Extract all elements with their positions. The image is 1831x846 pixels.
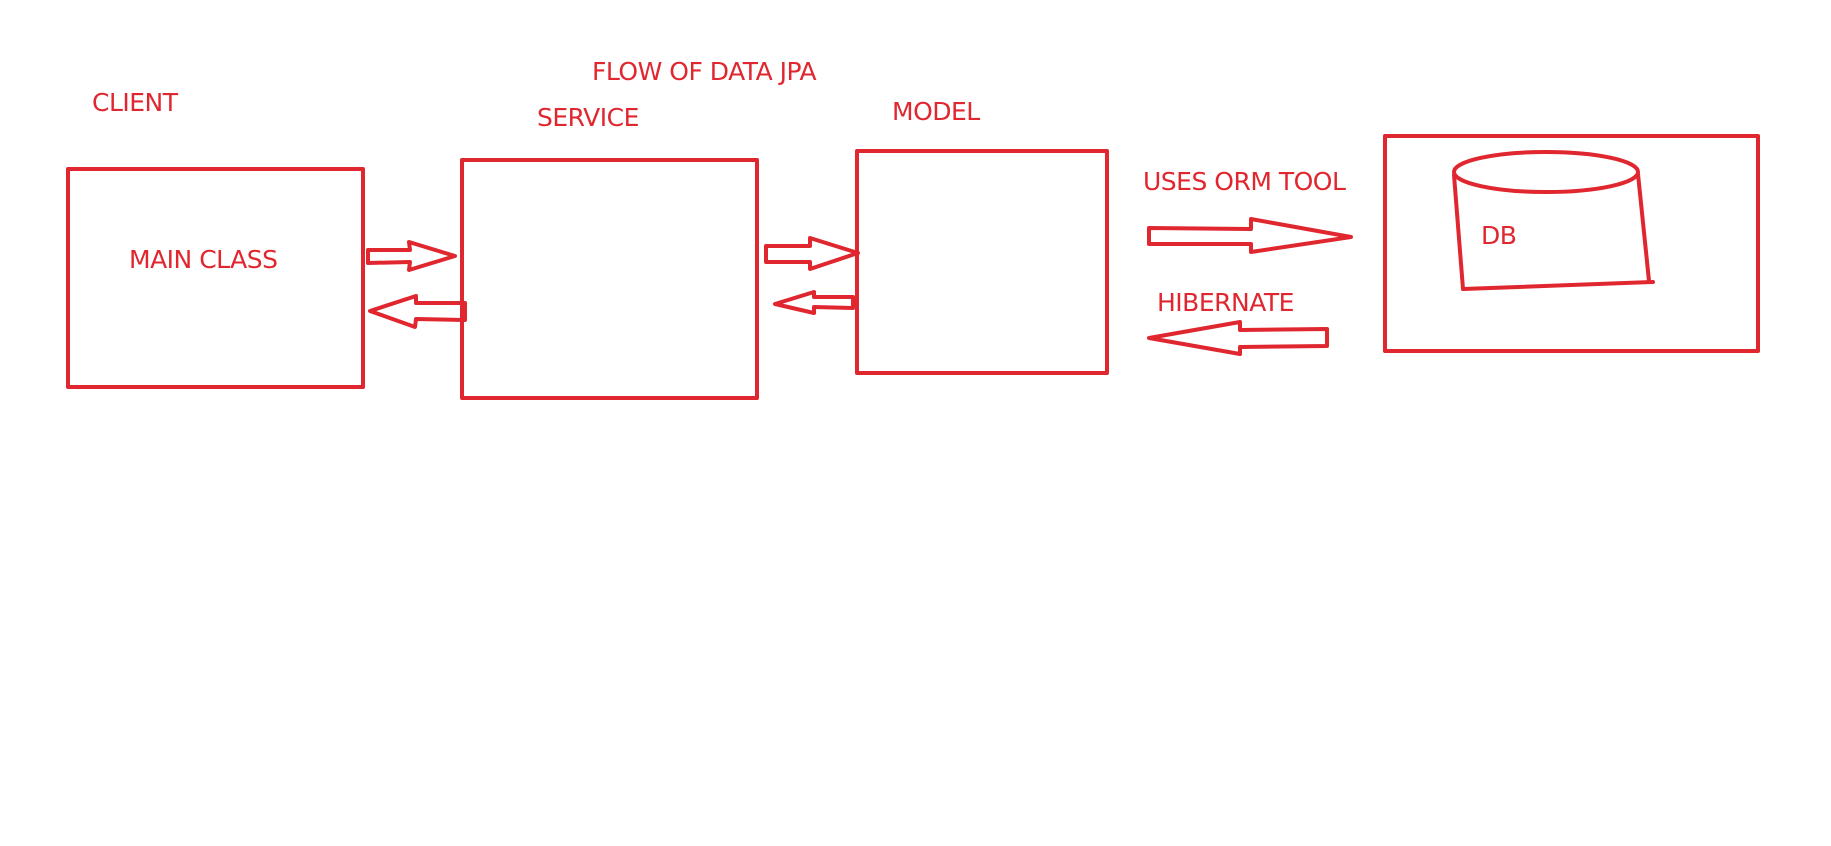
main-class-label: MAIN CLASS [129,245,278,274]
diagram-title: FLOW OF DATA JPA [592,57,816,86]
service-to-model-arrow [764,236,860,271]
main-class-box [66,167,365,389]
client-label: CLIENT [92,88,179,117]
hibernate-label: HIBERNATE [1157,288,1294,317]
model-to-service-arrow [773,290,855,315]
model-to-db-arrow [1147,217,1353,254]
orm-label: USES ORM TOOL [1143,167,1346,196]
model-label: MODEL [892,97,980,126]
client-to-service-arrow [366,240,457,272]
service-to-client-arrow [368,294,467,329]
db-label: DB [1481,221,1516,250]
service-label: SERVICE [537,103,639,132]
database-cylinder-icon [1452,150,1655,291]
db-to-model-arrow [1147,320,1329,356]
database-box [1383,134,1760,353]
service-box [460,158,759,400]
model-box [855,149,1109,375]
